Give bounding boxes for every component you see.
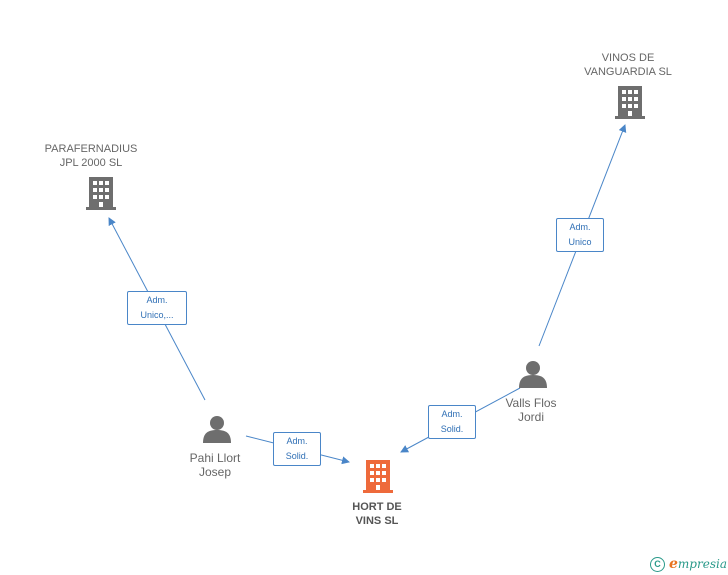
edge-label-pahi-hort[interactable]: Adm. Solid.	[273, 432, 321, 466]
footer-brand: C empresia	[650, 555, 727, 573]
edge-label-pahi-parafernadius[interactable]: Adm. Unico,...	[127, 291, 187, 325]
node-label-vinos[interactable]: VINOS DE VANGUARDIA SL	[584, 52, 672, 78]
node-label-pahi[interactable]: Pahi Llort Josep	[189, 451, 241, 479]
brand-logo[interactable]: empresia	[669, 556, 727, 572]
copyright-icon: C	[650, 556, 665, 572]
node-label-valls[interactable]: Valls Flos Jordi	[505, 396, 557, 424]
building-icon-hort[interactable]	[363, 460, 393, 493]
building-icon-vinos[interactable]	[615, 86, 645, 119]
edge-label-valls-vinos[interactable]: Adm. Unico	[556, 218, 604, 252]
edge-label-valls-hort[interactable]: Adm. Solid.	[428, 405, 476, 439]
node-label-hort[interactable]: HORT DE VINS SL	[352, 501, 402, 527]
person-icon-valls[interactable]	[519, 361, 547, 388]
building-icon-parafernadius[interactable]	[86, 177, 116, 210]
person-icon-pahi[interactable]	[203, 416, 231, 443]
node-label-parafernadius[interactable]: PARAFERNADIUS JPL 2000 SL	[44, 143, 138, 169]
